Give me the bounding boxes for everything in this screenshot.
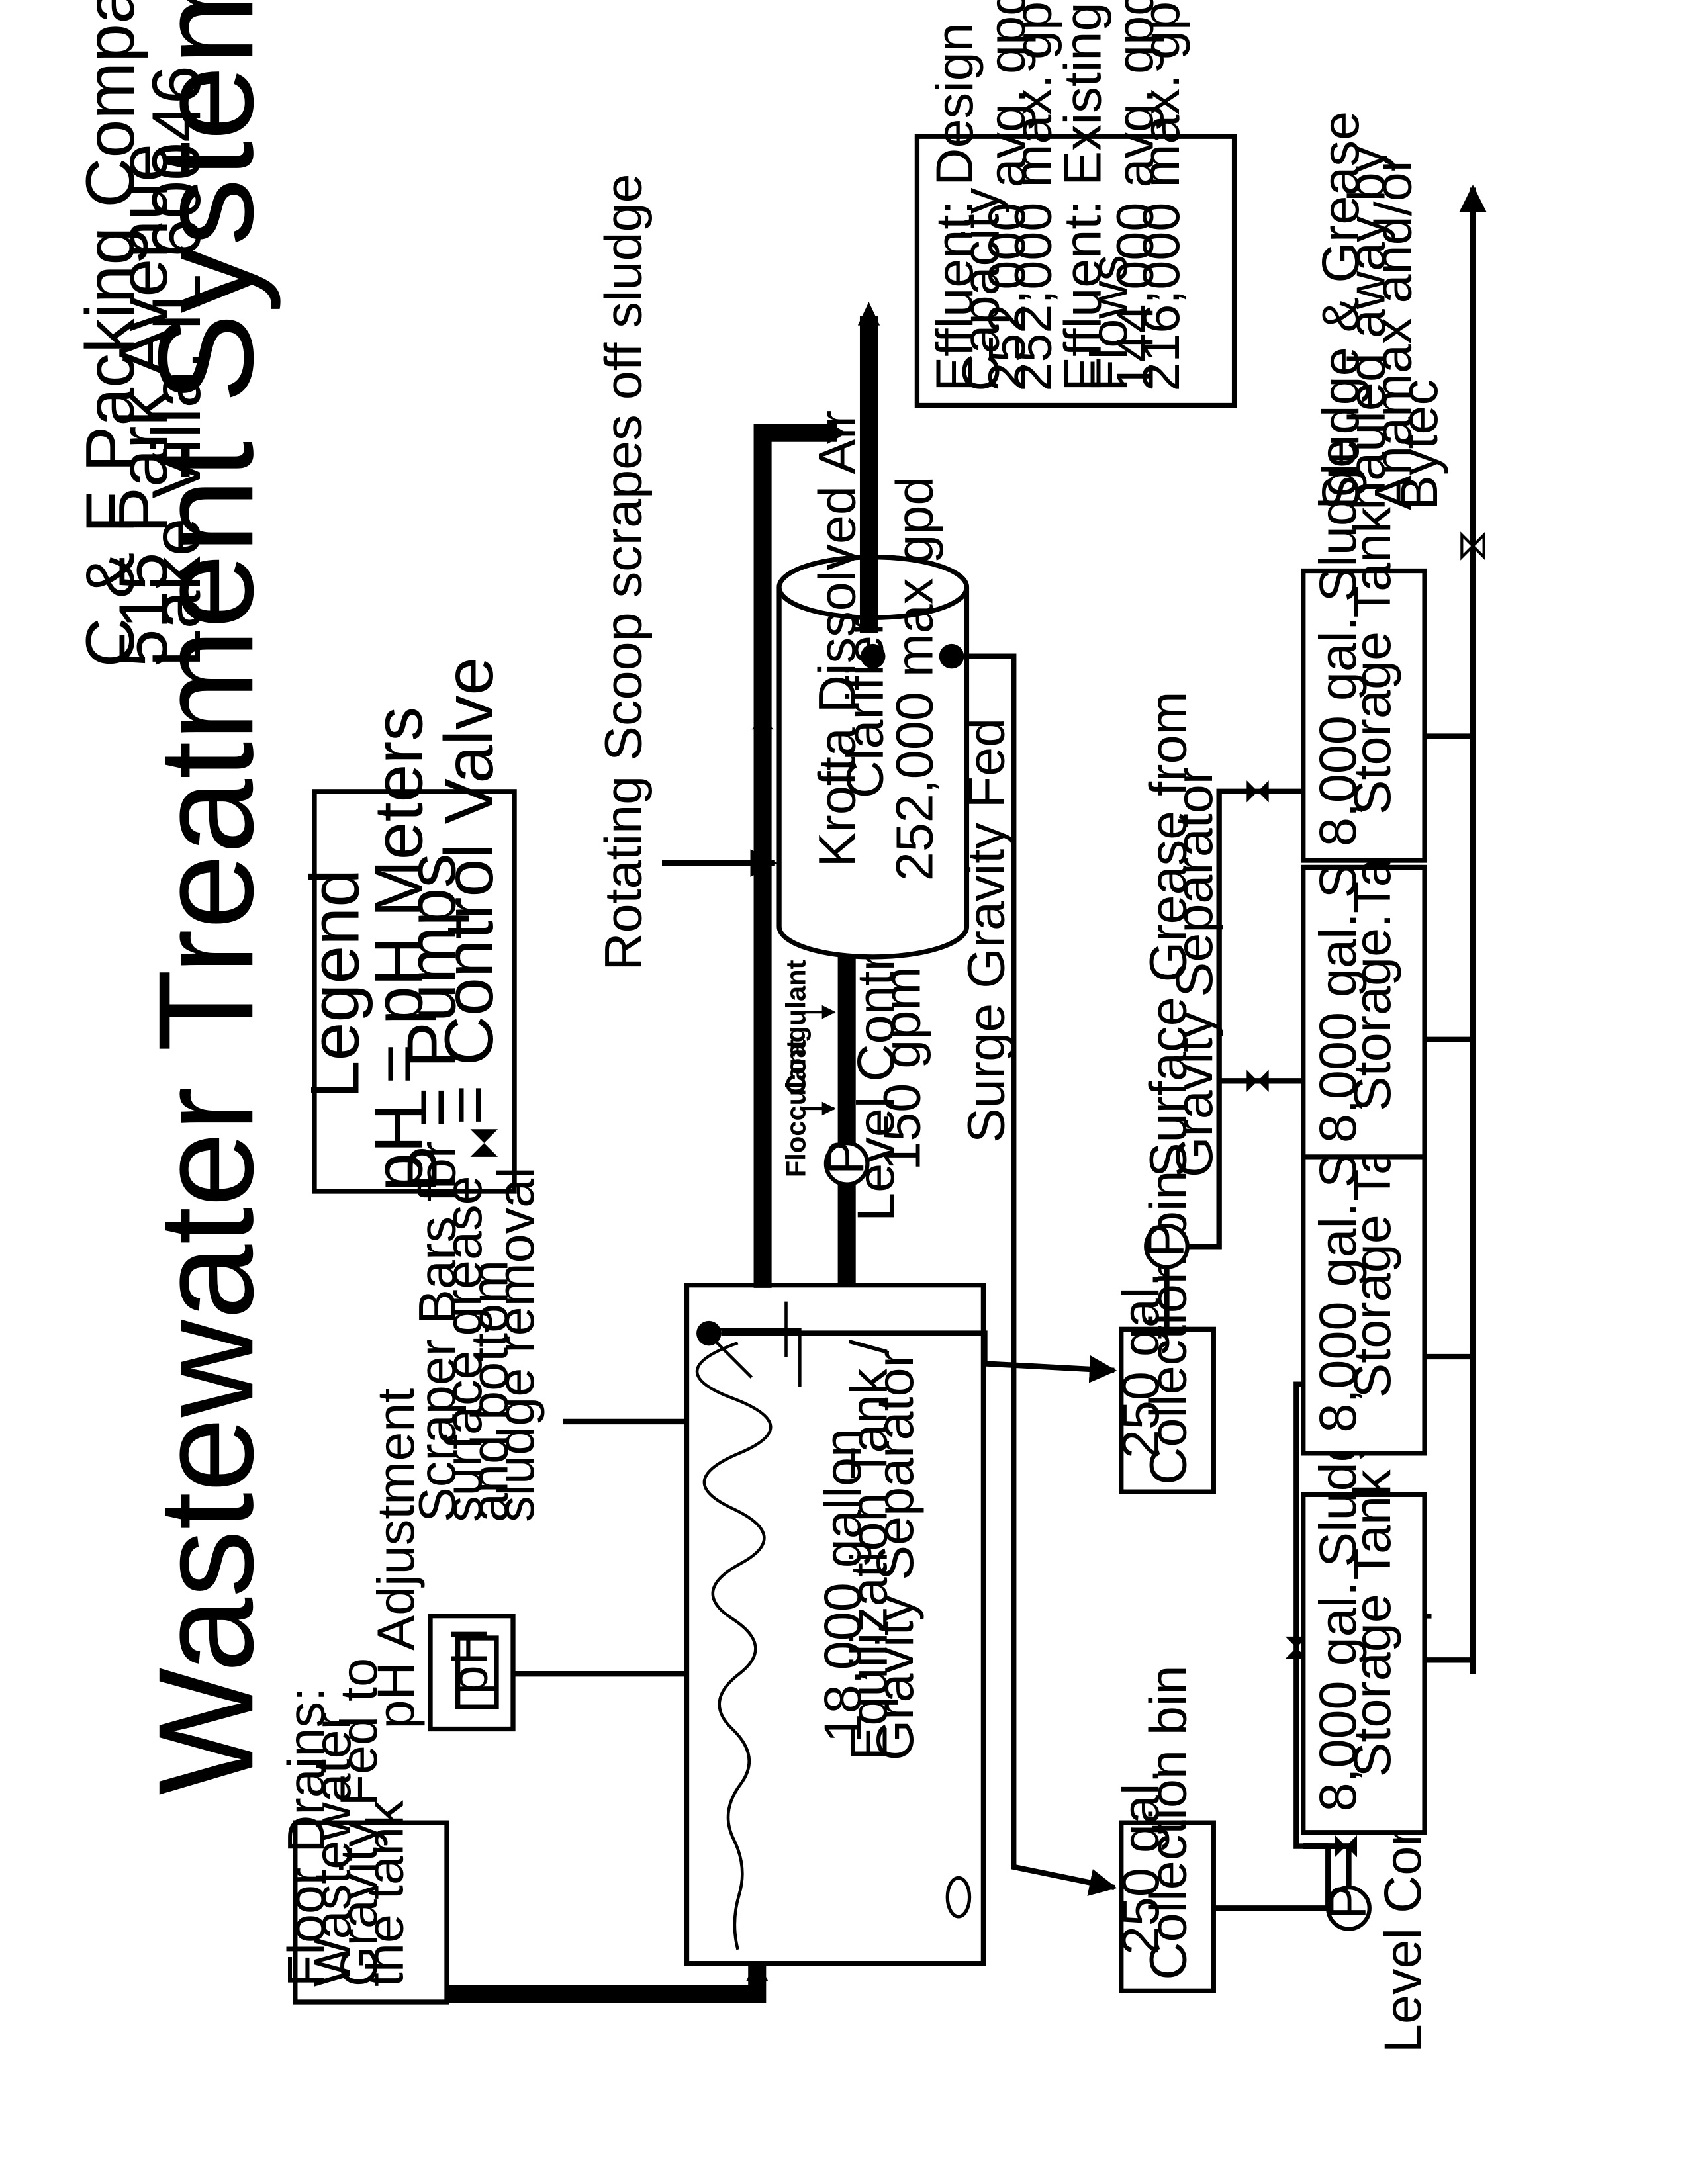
company-city: Lake Villa, IL 60046 bbox=[138, 66, 215, 667]
svg-text:Scraper Bars for: Scraper Bars for bbox=[408, 1141, 467, 1522]
ph-meter-label: pH bbox=[439, 1627, 498, 1694]
svg-text:250 gal.: 250 gal. bbox=[1111, 1272, 1170, 1459]
water-surface bbox=[695, 1342, 773, 1950]
pump-icon-upper-label: P bbox=[816, 1140, 874, 1175]
pump-icon-grease-label: P bbox=[1136, 1222, 1195, 1257]
svg-text:Bytec: Bytec bbox=[1389, 379, 1448, 510]
bypass-arrowhead bbox=[827, 422, 847, 444]
legend-item-ph: pH = pH Meters bbox=[361, 707, 438, 1191]
svg-text:Sludge & Grease: Sludge & Grease bbox=[1311, 111, 1370, 510]
ph-adjustment-label: pH Adjustment bbox=[366, 1388, 425, 1729]
surface-grease-line-2: Gravity Separator bbox=[1164, 767, 1223, 1177]
floor-drains-line-3: Gravity Fed to bbox=[329, 1658, 388, 1987]
hauled-away-label: Sludge & Grease hauled away by Anamax an… bbox=[1311, 111, 1448, 510]
svg-text:Flows: Flows bbox=[1079, 255, 1138, 392]
svg-text:Effluent: Design: Effluent: Design bbox=[925, 23, 984, 391]
skimmer-to-bin-line bbox=[721, 1330, 1117, 1383]
collection-bin-bottom: 250 gal. Collection bin bbox=[1111, 1665, 1216, 1993]
eq-tank-line-2: Equilization Tank / bbox=[839, 1340, 898, 1761]
company-address: C & F Packing Company, Inc. 515 Park Ave… bbox=[72, 0, 215, 667]
surface-grease-line-1: Surface Grease from bbox=[1139, 691, 1197, 1177]
floor-drains-line-1: Floor Drains: bbox=[277, 1687, 336, 1987]
svg-text:8,000 gal. Sludge: 8,000 gal. Sludge bbox=[1308, 1404, 1367, 1811]
diagram-title: Wastewater Treatment System bbox=[130, 0, 281, 1795]
krofta-clarifier: Krofta Dissolved Air Clarifier 252,000 m… bbox=[776, 410, 970, 960]
grease-skimmer-icon bbox=[696, 1320, 722, 1346]
lower-header-line bbox=[1293, 1381, 1329, 1849]
bypass-line bbox=[753, 424, 837, 1288]
floor-drains-box: Floor Drains: Wastewater Gravity Fed to … bbox=[277, 1658, 449, 2005]
legend-item-pump: P = Pumps bbox=[394, 854, 471, 1191]
surge-gravity-line bbox=[951, 653, 1117, 1896]
svg-text:Clarifier: Clarifier bbox=[835, 618, 894, 799]
floor-drains-line-2: Wastewater bbox=[303, 1712, 361, 1987]
company-name: C & F Packing Company, Inc. bbox=[72, 0, 149, 667]
legend-heading: Legend bbox=[297, 869, 374, 1099]
svg-text:Capacity: Capacity bbox=[951, 187, 1009, 391]
svg-text:sludge removal: sludge removal bbox=[486, 1167, 545, 1522]
legend-item-valve: = Control Valve bbox=[431, 657, 508, 1125]
svg-text:250 gal.: 250 gal. bbox=[1111, 1768, 1170, 1955]
control-valve-icon bbox=[1335, 1835, 1357, 1858]
eq-tank-line-1: 18,000 gallon bbox=[813, 1428, 872, 1743]
level-pump-upper-line-2: 150 gpm bbox=[872, 967, 931, 1171]
svg-text:and bottom: and bottom bbox=[460, 1260, 519, 1522]
effluent-box: Effluent: Design Capacity 252,000 avg. g… bbox=[914, 0, 1237, 408]
svg-text:Collection bin: Collection bin bbox=[1139, 1665, 1197, 1979]
svg-text:Anamax and/or: Anamax and/or bbox=[1363, 155, 1422, 510]
scraper-bars-label: Scraper Bars for surface grease and bott… bbox=[408, 1141, 545, 1522]
company-street: 515 Park Avenue bbox=[105, 144, 182, 667]
rotating-scoop-label: Rotating Scoop scrapes off sludge bbox=[594, 173, 653, 970]
effluent-arrowhead bbox=[857, 302, 880, 326]
clarifier-drain-icon bbox=[939, 643, 964, 669]
svg-text:Effluent: Existing: Effluent: Existing bbox=[1053, 3, 1111, 392]
control-valve-icon bbox=[1246, 780, 1269, 803]
sludge-tank-5: 8,000 gal. Sludge Storage Tank bbox=[1301, 439, 1427, 863]
pump-icon-upper bbox=[823, 1140, 870, 1187]
floor-drains-line-4: the tank bbox=[355, 1800, 414, 1987]
svg-text:Storage Tank: Storage Tank bbox=[1342, 1469, 1401, 1777]
svg-text:216,000 max. gpd: 216,000 max. gpd bbox=[1131, 0, 1190, 392]
control-valve-icon bbox=[470, 1129, 498, 1157]
control-valve-icon bbox=[1246, 1069, 1269, 1093]
svg-text:144,000 avg. gpd: 144,000 avg. gpd bbox=[1105, 0, 1164, 392]
tank-baffle bbox=[717, 1328, 802, 1387]
svg-text:Storage Tank: Storage Tank bbox=[1342, 507, 1401, 815]
tank-outlet-icon bbox=[945, 1876, 972, 1919]
svg-text:252,000 max gpd: 252,000 max gpd bbox=[884, 477, 943, 882]
control-valve-icon bbox=[1460, 531, 1485, 561]
feed-arrowhead bbox=[746, 1958, 769, 1981]
svg-text:252,000 avg. gpd: 252,000 avg. gpd bbox=[977, 0, 1036, 392]
ph-meter-box bbox=[455, 1635, 499, 1709]
eq-tank-line-3: Gravity Separator bbox=[865, 1350, 924, 1760]
svg-text:hauled away by: hauled away by bbox=[1337, 146, 1396, 510]
equalization-tank: 18,000 gallon Equilization Tank / Gravit… bbox=[684, 1283, 986, 1966]
svg-text:252,000 max. gpd: 252,000 max. gpd bbox=[1004, 0, 1062, 392]
bypass-flow-marker bbox=[751, 718, 774, 730]
collection-bin-top: 250 gal. Collection bin bbox=[1111, 1171, 1216, 1494]
svg-text:8,000 gal. Sludge: 8,000 gal. Sludge bbox=[1308, 439, 1367, 846]
svg-text:surface grease: surface grease bbox=[434, 1175, 492, 1522]
svg-text:Krofta Dissolved Air: Krofta Dissolved Air bbox=[808, 410, 867, 868]
legend-box: Legend pH = pH Meters P = Pumps = Contro… bbox=[297, 657, 517, 1194]
coagulant-label: Coagulant bbox=[780, 960, 812, 1095]
sludge-tank-1: 8,000 gal. Sludge Storage Tank bbox=[1301, 1404, 1427, 1835]
clarifier-outlet-icon bbox=[861, 643, 886, 669]
